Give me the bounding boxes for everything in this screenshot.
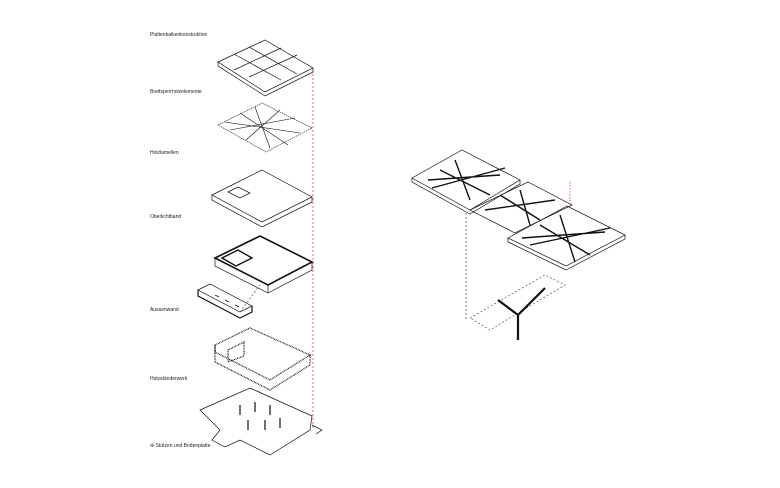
detail-plate-right (507, 205, 626, 271)
layer-label-aussenwand: Aussenwand (150, 307, 179, 313)
layer-label-holzstaenderwerk: Holzständerwerk (150, 376, 188, 382)
lamella-ring (211, 169, 313, 228)
column-detail (469, 274, 566, 340)
clerestory-band (213, 235, 314, 294)
layer-label-plattenbalken: Plattenbalkenkonstruktion (150, 32, 208, 38)
layer-label-stuetzen-text: Stützen und Bodenplatte (155, 443, 211, 449)
layer-label-holzlamellen: Holzlamellen (150, 150, 179, 156)
exterior-wall (197, 283, 253, 319)
timber-frame (214, 327, 312, 391)
slab-grid (217, 39, 314, 97)
layer-label-stuetzen: ✣ Stützen und Bodenplatte (150, 443, 210, 449)
detail-plate-left (411, 149, 521, 215)
clt-elements (217, 102, 313, 153)
detail-plate-center (469, 181, 573, 234)
layer-label-brettsperrholz: Brettsperrholzelemente (150, 89, 202, 95)
layer-label-oberlichtband: Oberlichtband (150, 214, 182, 220)
column-symbol-icon: ✣ (150, 443, 156, 449)
base-slab (199, 387, 323, 456)
